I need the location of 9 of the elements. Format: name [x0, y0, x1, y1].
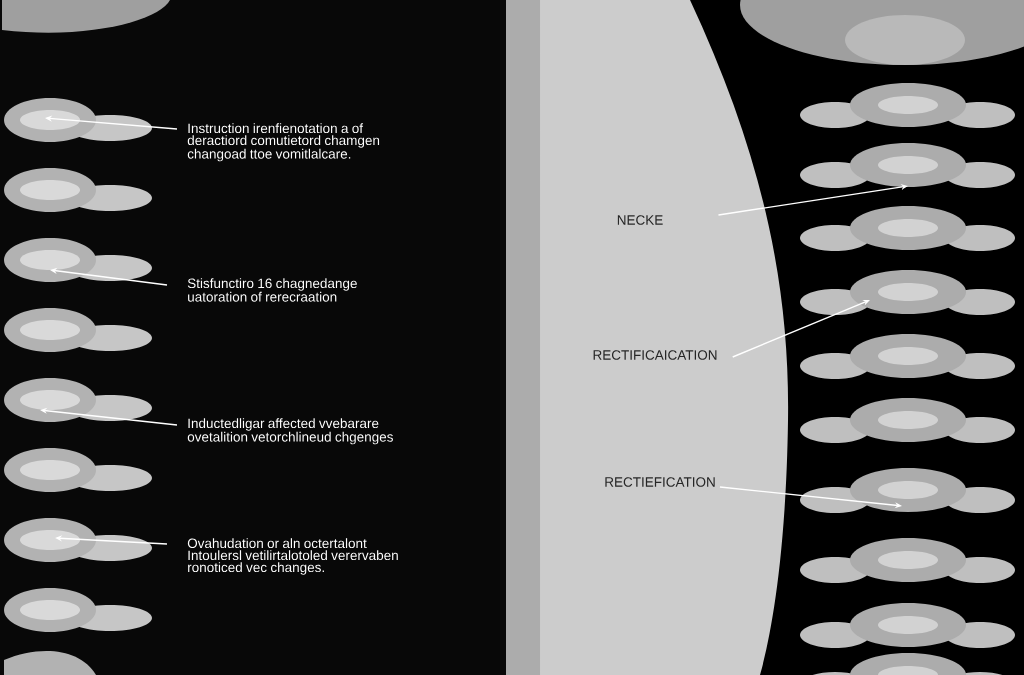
callout-label: NECKE: [617, 215, 663, 225]
callout-label: RECTIEFICATION: [605, 477, 715, 487]
callout-label: RECTIFICAICATION: [593, 350, 717, 360]
callout-text: Inductedligar affected vvebarare ovetalition vetorchlineud chgenges: [187, 418, 393, 445]
callout-text: Ovahudation or aln octertalont Intoulersl vetilirtalotoled verervaben ronoticed vec changes.: [187, 538, 398, 575]
leader-line: [717, 184, 908, 216]
leader-line: [732, 299, 870, 358]
callout-text: Stisfunctiro 16 chagnedange uatoration of rerecraation: [187, 278, 357, 302]
callout-text: Instruction irenfienotation a of deractiord comutietord chamgen changoad ttoe vomitlalcare.: [187, 123, 380, 162]
